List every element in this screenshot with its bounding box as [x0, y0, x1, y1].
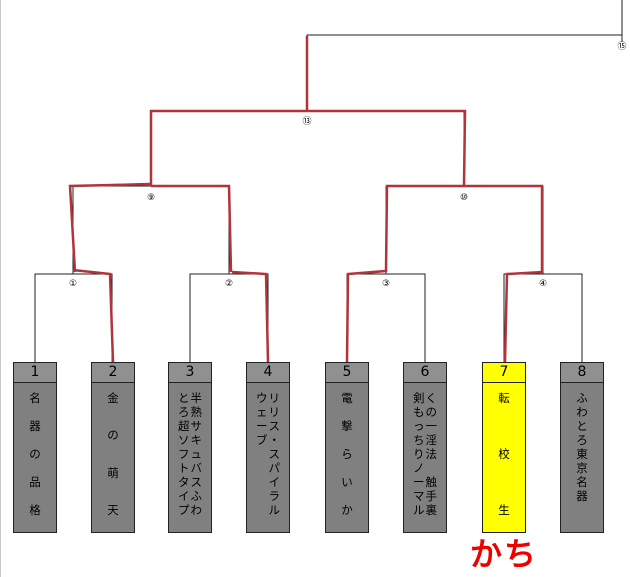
match-label-r1-4: ④	[537, 279, 549, 289]
entry-name-column: 名器の品格	[29, 391, 41, 517]
entry-number: 7	[483, 363, 525, 383]
entry-box-6: 6 くの一淫法 触手裏剣もっちりノーマル	[403, 362, 447, 533]
entry-name-column: リリス・スパイラル	[268, 391, 281, 517]
win-path-r2-left-b	[151, 184, 233, 273]
entry-number: 1	[14, 363, 56, 383]
entry-box-4: 4 リリス・スパイラルウェーブ	[246, 362, 290, 533]
entry-name: リリス・スパイラルウェーブ	[247, 383, 289, 533]
match-label-r1-1: ①	[67, 279, 79, 289]
entry-number: 4	[247, 363, 289, 383]
entry-name-column: ふわとろ東京名器	[576, 391, 588, 503]
win-path-4	[231, 270, 270, 363]
entry-name: 電撃らいか	[326, 383, 368, 533]
entry-box-7: 7 転校生	[482, 362, 526, 533]
entry-name-column: とろ超ソフトタイプ	[178, 391, 190, 517]
entry-name: くの一淫法 触手裏剣もっちりノーマル	[404, 383, 446, 533]
entry-number: 6	[404, 363, 446, 383]
win-path-r2-left-a	[68, 182, 152, 273]
match-label-final: ⑮	[616, 42, 628, 52]
entry-number: 5	[326, 363, 368, 383]
result-annotation: かち	[470, 535, 539, 573]
entry-name: 名器の品格	[14, 383, 56, 533]
entry-box-3: 3 半熟サキュバスふわとろ超ソフトタイプ	[168, 362, 212, 533]
win-path-r3-left	[149, 109, 307, 186]
entry-name-column: 金の萌天	[107, 391, 119, 517]
entry-box-1: 1 名器の品格	[13, 362, 57, 533]
entry-name-column: 剣もっちりノーマル	[413, 391, 425, 517]
entry-number: 8	[561, 363, 603, 383]
match-label-r2-1: ⑨	[145, 193, 157, 203]
win-path-2	[72, 268, 115, 363]
entry-box-5: 5 電撃らいか	[325, 362, 369, 533]
entry-number: 2	[92, 363, 134, 383]
entry-name-column: ウェーブ	[256, 391, 268, 447]
match-label-r1-3: ③	[380, 279, 392, 289]
page-left-border	[0, 0, 1, 577]
entry-name: 金の萌天	[92, 383, 134, 533]
win-path-r3-right	[307, 109, 467, 187]
entry-name-column: 半熟サキュバスふわ	[190, 391, 203, 517]
entry-name: 半熟サキュバスふわとろ超ソフトタイプ	[169, 383, 211, 533]
match-label-r2-2: ⑩	[458, 193, 470, 203]
match-label-r1-2: ②	[223, 279, 235, 289]
win-path-7	[503, 270, 544, 363]
win-path-5	[345, 269, 387, 363]
bracket-line-final	[306, 34, 623, 111]
entry-box-2: 2 金の萌天	[91, 362, 135, 533]
entry-name-column: 電撃らいか	[341, 391, 353, 517]
win-path-r2-right-a	[384, 184, 464, 273]
entry-number: 3	[169, 363, 211, 383]
match-label-r3-1: ⑬	[301, 117, 313, 127]
entry-box-8: 8 ふわとろ東京名器	[560, 362, 604, 533]
entry-name: ふわとろ東京名器	[561, 383, 603, 533]
entry-name-column: 転校生	[498, 391, 510, 517]
win-path-r2-right-b	[464, 184, 544, 272]
entry-name: 転校生	[483, 383, 525, 533]
entry-name-column: くの一淫法 触手裏	[425, 391, 438, 517]
